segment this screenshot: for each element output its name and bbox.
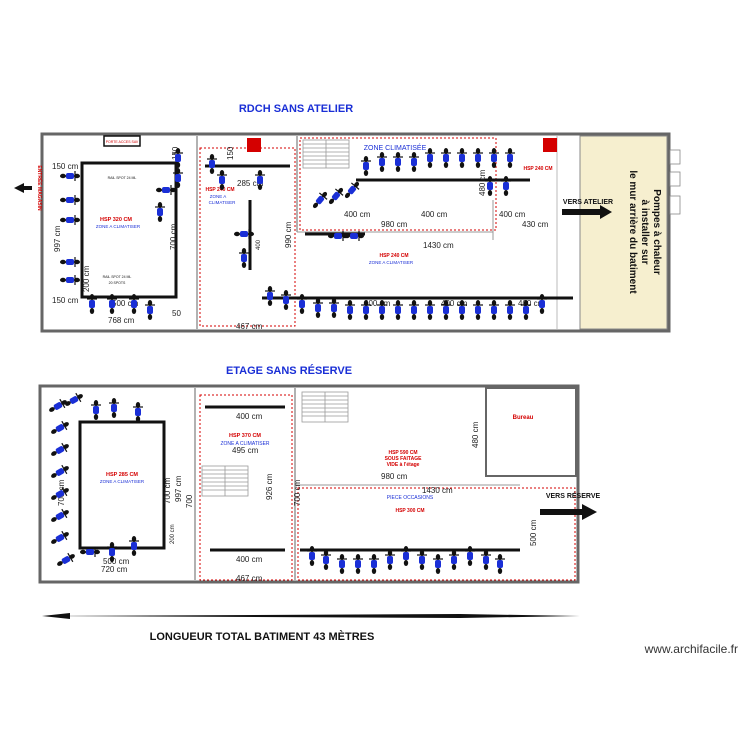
zone-climatisee-label: ZONE CLIMATISÉE [364, 143, 427, 152]
vers-reserve-label: VERS RÉSERVE [546, 491, 601, 500]
dimension-label: 1430 cm [423, 241, 454, 250]
vers-atelier-label: VERS ATELIER [563, 199, 613, 206]
dimension-label: 200 cm [82, 265, 91, 292]
service-door [103, 135, 141, 147]
dimension-label: 500 cm [529, 519, 538, 546]
dimension-label: 980 cm [381, 220, 408, 229]
zone-outline [199, 147, 296, 327]
dimension-label: 285 cm [237, 179, 264, 188]
ground-floor-title: RDCH SANS ATELIER [239, 103, 353, 115]
vers-reserve-arrow-icon [540, 504, 597, 520]
staircase [201, 391, 349, 497]
heat-pump-area [579, 135, 668, 330]
dimension-label: 400 cm [518, 299, 545, 308]
dimension-label: 980 cm [381, 472, 408, 481]
dimension-label: 768 cm [108, 316, 135, 325]
hsp-faitage-label: VIDE à l'étage [387, 462, 420, 468]
dimension-label: 700 cm [163, 477, 172, 504]
electric-panel-icon [543, 138, 557, 152]
upper-floor: HSP 285 CM ZONE A CLIMATISER HSP 370 CM … [38, 384, 601, 584]
hsp-label: HSP 370 CM [229, 433, 261, 439]
dimension-label: 997 cm [174, 475, 183, 502]
total-length-label: LONGUEUR TOTAL BATIMENT 43 MÈTRES [150, 630, 375, 643]
bureau-room [485, 387, 577, 477]
dimension-label: 500 cm [112, 299, 139, 308]
watermark: www.archifacile.fr [644, 642, 738, 656]
zone-label: ZONE A CLIMATISER [369, 260, 414, 265]
entrance-label: ENTRÉE MAGASIN [36, 165, 44, 211]
entrance-arrow-icon [14, 183, 32, 193]
dimension-label: 400 [256, 239, 262, 250]
dimension-label: 200 cm [170, 524, 176, 544]
hsp-label: HSP 240 CM [379, 253, 408, 259]
pompes-label-3: le mur arrière du batiment [627, 170, 638, 294]
wall-marker [669, 171, 681, 187]
rail-label: 20 SPOTS [109, 281, 126, 285]
zone-label: ZONE A CLIMATISER [96, 224, 141, 229]
dimension-label: 400 cm [236, 555, 263, 564]
dimension-label: 480 cm [471, 421, 480, 448]
staircase [302, 139, 350, 169]
wall-marker [669, 149, 681, 165]
dimension-label: 400 cm [421, 210, 448, 219]
rail-label: RAIL SPOT 24 ML [103, 275, 132, 279]
dimension-label: 990 cm [284, 221, 293, 248]
electric-panel-icon [247, 138, 261, 152]
dimension-label: 400 cm [499, 210, 526, 219]
bureau-label: Bureau [513, 415, 534, 421]
pompes-label-2: à installer sur [639, 199, 650, 264]
dimension-label: 997 cm [53, 225, 62, 252]
hsp-label: HSP 240 CM [205, 187, 234, 193]
dimension-label: 500 cm [103, 557, 130, 566]
piece-occasions-label: PIECE OCCASIONS [387, 495, 434, 501]
display-rail-left [78, 420, 166, 550]
dimension-label: 400 cm [441, 299, 468, 308]
dimension-label: 430 cm [522, 220, 549, 229]
dimension-label: 467 cm [236, 574, 263, 583]
zone-label: CLIMATISER [209, 200, 236, 205]
dimension-label: 720 cm [101, 565, 128, 574]
zone-label: ZONE A CLIMATISER [100, 479, 145, 484]
dimension-label: 1430 cm [422, 486, 453, 495]
service-door-label: PORTE ACCES SAV [106, 140, 139, 144]
dimension-label: 700 cm [169, 223, 178, 250]
zone-outline [199, 394, 293, 581]
dimension-label: 400 cm [364, 299, 391, 308]
hsp-label: HSP 320 CM [100, 217, 132, 223]
hsp-label: HSP 300 CM [395, 508, 424, 514]
wall-marker [669, 195, 681, 215]
vers-atelier-arrow-icon [562, 205, 612, 219]
hsp-label: HSP 240 CM [523, 166, 552, 172]
hsp-label: HSP 285 CM [106, 472, 138, 478]
dimension-label: 150 [226, 146, 235, 160]
dimension-label: 480 cm [478, 169, 487, 196]
dimension-label: 495 cm [232, 446, 259, 455]
dimension-label: 400 cm [344, 210, 371, 219]
ground-floor: PORTE ACCES SAV ENTRÉE MAGASIN RAIL SPOT… [14, 132, 681, 333]
zone-label: ZONE A CLIMATISER [220, 441, 269, 447]
hsp-faitage-label: HSP 590 CM [388, 450, 417, 456]
dimension-label: 926 cm [265, 473, 274, 500]
total-length-arrow-icon [42, 614, 580, 618]
dimension-label: 700 cm [293, 479, 302, 506]
zone-outline [297, 487, 576, 581]
rail-label: RAIL SPOT 24 ML [108, 176, 137, 180]
zone-label: ZONE A [210, 194, 227, 199]
pompes-label-1: Pompes à chaleur [651, 189, 662, 275]
dimension-label: 150 cm [52, 296, 79, 305]
dimension-label: 150 cm [52, 162, 79, 171]
upper-floor-title: ETAGE SANS RÉSERVE [226, 364, 352, 377]
zone-outline [299, 137, 497, 231]
total-length-arrow-icon [42, 613, 70, 619]
hsp-faitage-label: SOUS FAITAGE [385, 456, 423, 462]
display-rail-left [80, 161, 178, 299]
dimension-label: 700 [185, 494, 194, 508]
dimension-label: 400 cm [236, 412, 263, 421]
dimension-label: 467 cm [236, 322, 263, 331]
dimension-label: 50 [172, 309, 181, 318]
